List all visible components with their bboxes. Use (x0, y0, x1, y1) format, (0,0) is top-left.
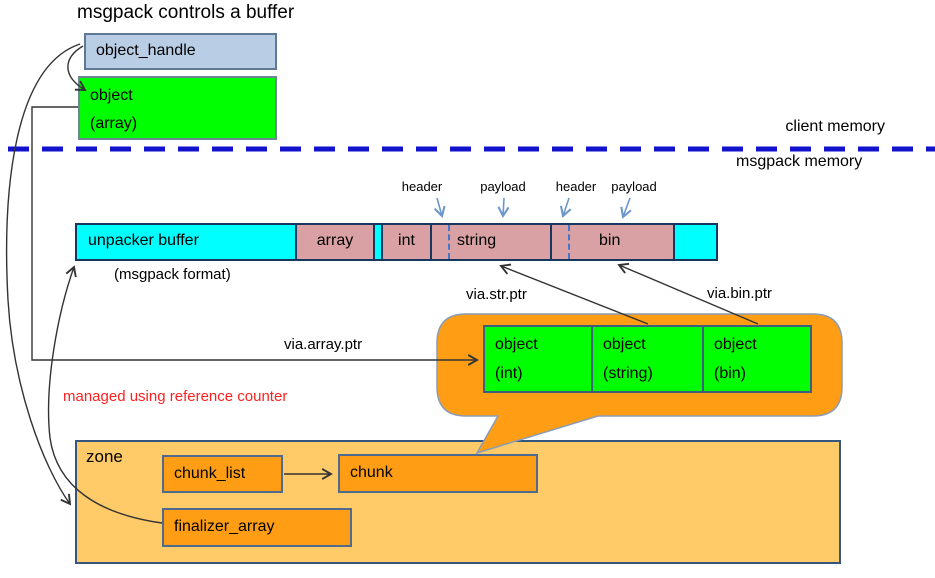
segment-bin-label: bin (599, 232, 621, 249)
object-string-box: object (string) (591, 325, 704, 393)
object-bin-box: object (bin) (702, 325, 812, 393)
segment-int-label: int (398, 232, 415, 249)
object-handle-label: object_handle (96, 42, 196, 59)
msgpack-memory-label: msgpack memory (736, 153, 863, 170)
object-bin-line2: (bin) (714, 365, 747, 382)
segment-string-label: string (457, 232, 497, 249)
diagram-title: msgpack controls a buffer (77, 2, 295, 23)
arrow-header-2 (559, 197, 572, 218)
zone-label: zone (86, 447, 123, 466)
object-int-line2: (int) (495, 365, 523, 382)
segment-array-label: array (316, 232, 354, 249)
unpacker-buffer-label: unpacker buffer (88, 232, 199, 249)
payload-annotation-1: payload (480, 179, 526, 194)
finalizer-array-label: finalizer_array (174, 518, 275, 535)
via-str-ptr-label: via.str.ptr (466, 286, 527, 303)
reference-counter-note: managed using reference counter (63, 388, 288, 405)
arrow-header-1 (433, 197, 446, 218)
object-string-line2: (string) (603, 365, 653, 382)
segment-divider-string (430, 225, 432, 259)
object-int-line1: object (495, 336, 538, 353)
header-annotation-2: header (555, 179, 597, 194)
header-annotation-1: header (401, 179, 443, 194)
payload-annotation-2: payload (611, 179, 657, 194)
arrow-handle-to-zone (5, 43, 81, 506)
chunk-list-label: chunk_list (174, 465, 246, 482)
client-memory-label: client memory (785, 118, 885, 135)
object-array-label-line2: (array) (90, 115, 138, 132)
header-payload-divider-string (448, 225, 450, 259)
chunk-label: chunk (350, 464, 393, 481)
msgpack-format-caption: (msgpack format) (114, 266, 231, 283)
chunk-box: chunk (338, 454, 538, 493)
object-int-box: object (int) (483, 325, 593, 393)
via-array-ptr-label: via.array.ptr (284, 336, 363, 353)
via-bin-ptr-label: via.bin.ptr (707, 285, 773, 302)
finalizer-array-box: finalizer_array (162, 508, 352, 547)
segment-divider-bin (550, 225, 552, 259)
object-array-box: object (array) (78, 76, 277, 140)
arrow-payload-1 (497, 197, 510, 219)
object-bin-line1: object (714, 336, 757, 353)
arrow-payload-2 (620, 197, 632, 219)
object-string-line1: object (603, 336, 646, 353)
header-payload-divider-bin (568, 225, 570, 259)
object-handle-box: object_handle (84, 33, 277, 70)
chunk-list-box: chunk_list (162, 455, 283, 493)
object-array-label-line1: object (90, 87, 133, 104)
